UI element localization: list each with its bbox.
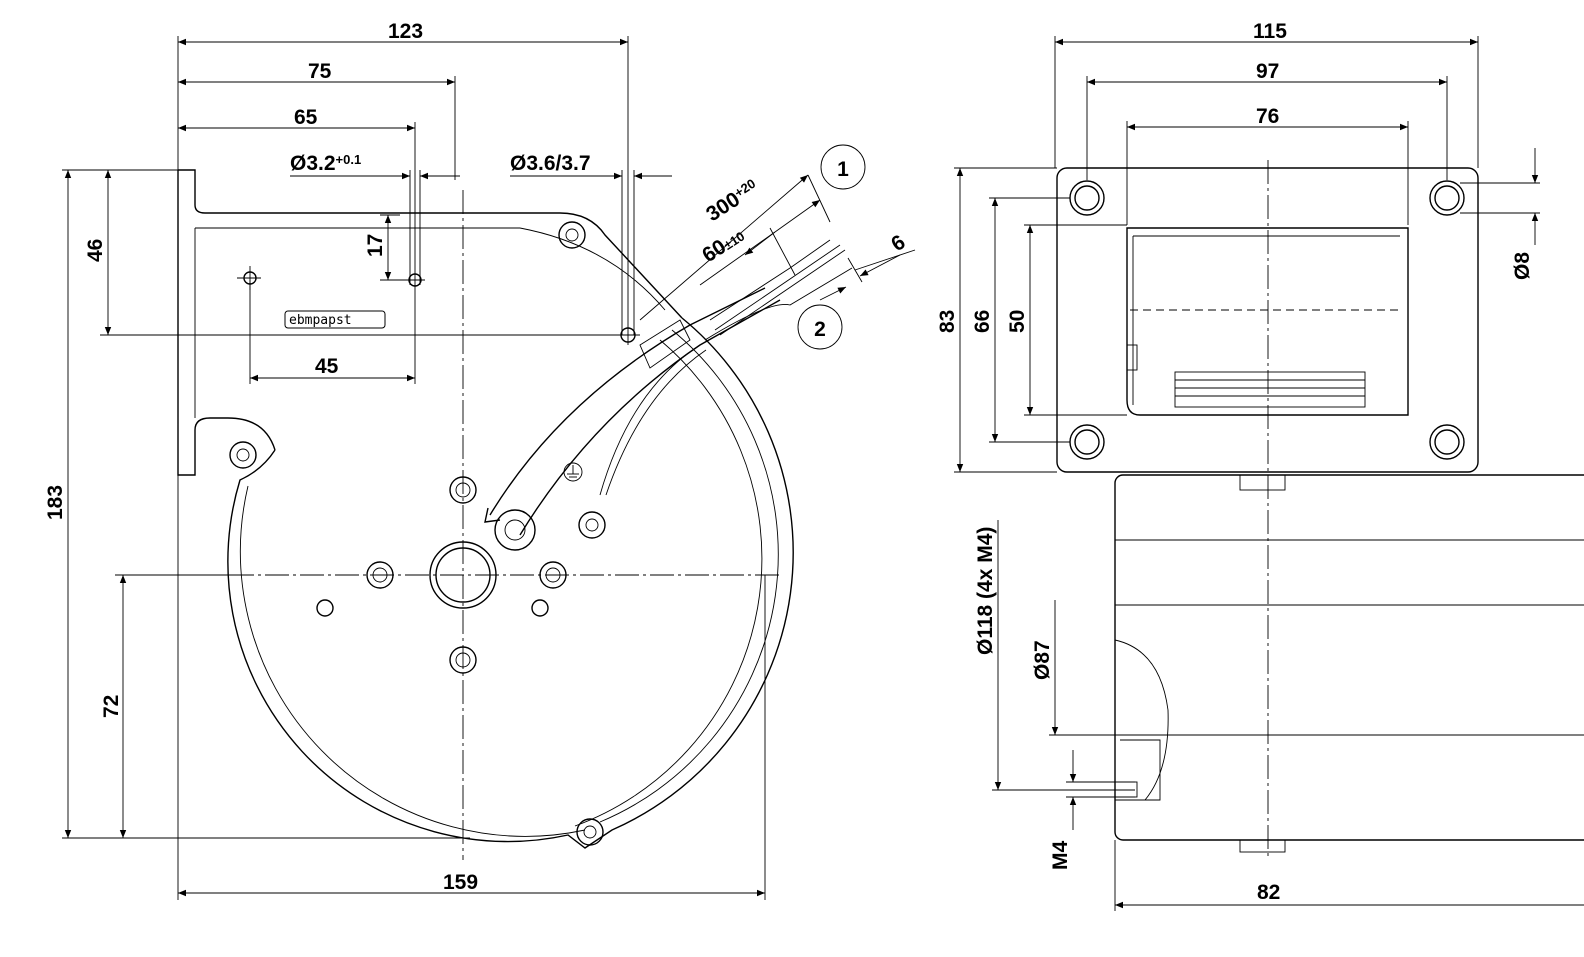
dim-159: 159 xyxy=(443,871,478,894)
dim-d118: Ø118 (4x M4) xyxy=(974,527,997,655)
dim-m4: M4 xyxy=(1049,841,1072,870)
side-dimension-lines xyxy=(956,38,1584,909)
dim-45: 45 xyxy=(315,355,339,378)
dim-83: 83 xyxy=(936,310,959,333)
dim-d87: Ø87 xyxy=(1031,640,1054,680)
flange-holes xyxy=(1069,180,1465,460)
dim-50: 50 xyxy=(1006,310,1029,333)
dim-115: 115 xyxy=(1253,20,1287,43)
dim-hole-d36: Ø3.6/3.7 xyxy=(510,152,591,175)
motor-hub xyxy=(429,509,536,609)
dim-123: 123 xyxy=(388,20,423,43)
blower-housing-side xyxy=(1114,474,1584,853)
mounting-hole xyxy=(408,273,422,287)
dim-76: 76 xyxy=(1256,105,1279,128)
mounting-flange xyxy=(177,169,683,476)
dim-72: 72 xyxy=(100,695,123,718)
dim-66: 66 xyxy=(971,310,994,333)
mounting-hole xyxy=(620,327,636,343)
dim-strip-6: 6 xyxy=(887,231,909,257)
dim-183: 183 xyxy=(44,485,67,520)
dim-cable-300: 300+20 xyxy=(702,176,762,226)
dim-hole-d32-tol: +0.1 xyxy=(336,152,362,167)
dim-17: 17 xyxy=(364,234,387,257)
ground-icon xyxy=(563,462,583,482)
housing-screw-left xyxy=(229,441,257,469)
cable xyxy=(484,239,853,536)
side-view: 115 97 76 83 66 50 Ø8 Ø118 (4x M4) Ø87 M… xyxy=(936,20,1584,911)
brand-label: ebmpapst xyxy=(284,310,386,329)
callout-2-label: 2 xyxy=(814,318,826,341)
fan-housing-scroll xyxy=(227,317,794,849)
dim-82: 82 xyxy=(1257,881,1280,904)
dim-d8: Ø8 xyxy=(1511,252,1534,280)
front-view: ebmpapst 123 75 65 Ø3.2+0.1 Ø3.6/3.7 46 … xyxy=(44,20,916,900)
brand-text: ebmpapst xyxy=(289,313,352,328)
motor-screws xyxy=(316,476,606,674)
callout-1-label: 1 xyxy=(837,158,849,181)
side-extension-lines xyxy=(954,36,1540,911)
dim-hole-d32: Ø3.2+0.1 xyxy=(290,152,361,175)
center-lines xyxy=(230,190,780,860)
callout-1: 1 xyxy=(820,144,866,190)
dim-cable-60: 60±10 xyxy=(698,223,748,267)
mounting-hole xyxy=(243,271,257,285)
dimension-lines xyxy=(64,38,916,897)
housing-screw-top xyxy=(558,221,586,249)
extension-lines xyxy=(62,36,766,900)
air-outlet xyxy=(1126,227,1409,416)
dim-75: 75 xyxy=(308,60,332,83)
flange-plate xyxy=(1056,167,1479,473)
dim-65: 65 xyxy=(294,106,318,129)
dim-46: 46 xyxy=(84,239,107,262)
callout-2: 2 xyxy=(797,304,843,350)
housing-screw-bottom xyxy=(576,818,604,846)
dim-97: 97 xyxy=(1256,60,1279,83)
dim-hole-d32-value: Ø3.2 xyxy=(290,152,336,175)
